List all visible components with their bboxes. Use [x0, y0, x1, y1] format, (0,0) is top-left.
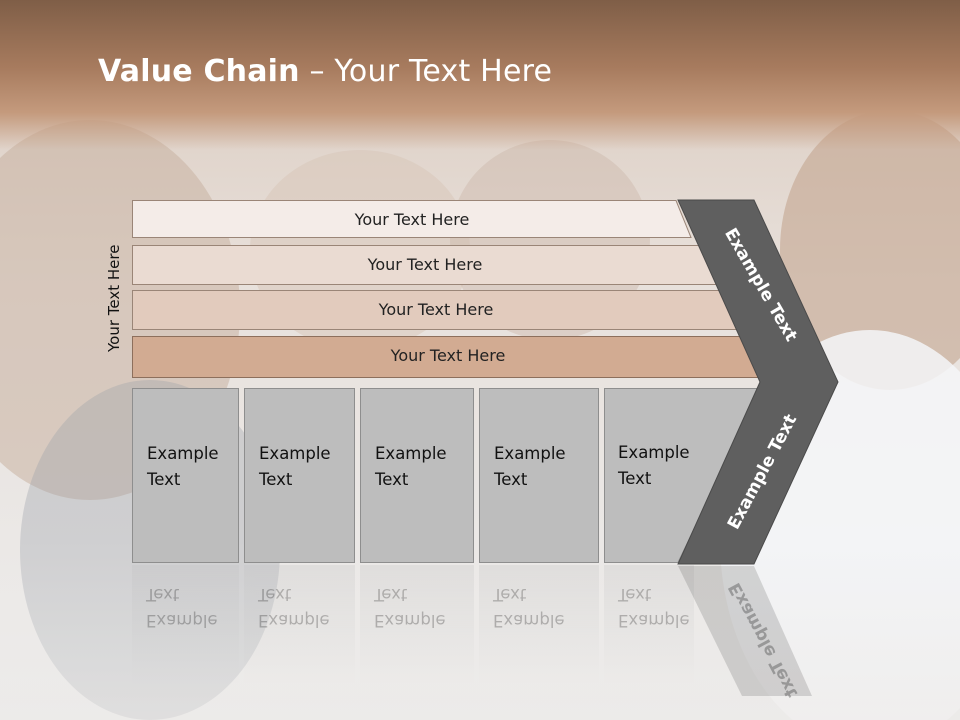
box-2-line1: Example	[259, 444, 331, 463]
bar-3-label: Your Text Here	[378, 299, 494, 319]
box-1-line2: Text	[147, 470, 181, 489]
chevron-reflection	[678, 566, 812, 696]
box-5: Example Text	[604, 388, 762, 563]
box-4-line2: Text	[494, 470, 528, 489]
bar-4: Your Text Here	[132, 336, 764, 378]
bar-1: Your Text Here	[132, 200, 692, 238]
box-4: Example Text	[479, 388, 599, 563]
box-5-line1: Example	[618, 443, 690, 462]
chevron-arrow	[677, 199, 839, 565]
bar-4-label: Your Text Here	[390, 345, 506, 365]
vertical-label: Your Text Here	[105, 244, 123, 352]
box-3-line2: Text	[375, 470, 409, 489]
box-1-line1: Example	[147, 444, 219, 463]
title-rest: – Your Text Here	[299, 54, 553, 89]
title-bold: Value Chain	[98, 54, 300, 89]
bar-1-label: Your Text Here	[354, 209, 470, 229]
slide-title: Value Chain – Your Text Here	[98, 54, 552, 89]
box-1: Example Text	[132, 388, 239, 563]
box-5-line2: Text	[618, 469, 652, 488]
box-2-line2: Text	[259, 470, 293, 489]
bar-2: Your Text Here	[132, 245, 718, 285]
bar-3: Your Text Here	[132, 290, 740, 330]
box-3-line1: Example	[375, 444, 447, 463]
box-2: Example Text	[244, 388, 355, 563]
box-4-line1: Example	[494, 444, 566, 463]
box-3: Example Text	[360, 388, 474, 563]
bar-2-label: Your Text Here	[367, 254, 483, 274]
